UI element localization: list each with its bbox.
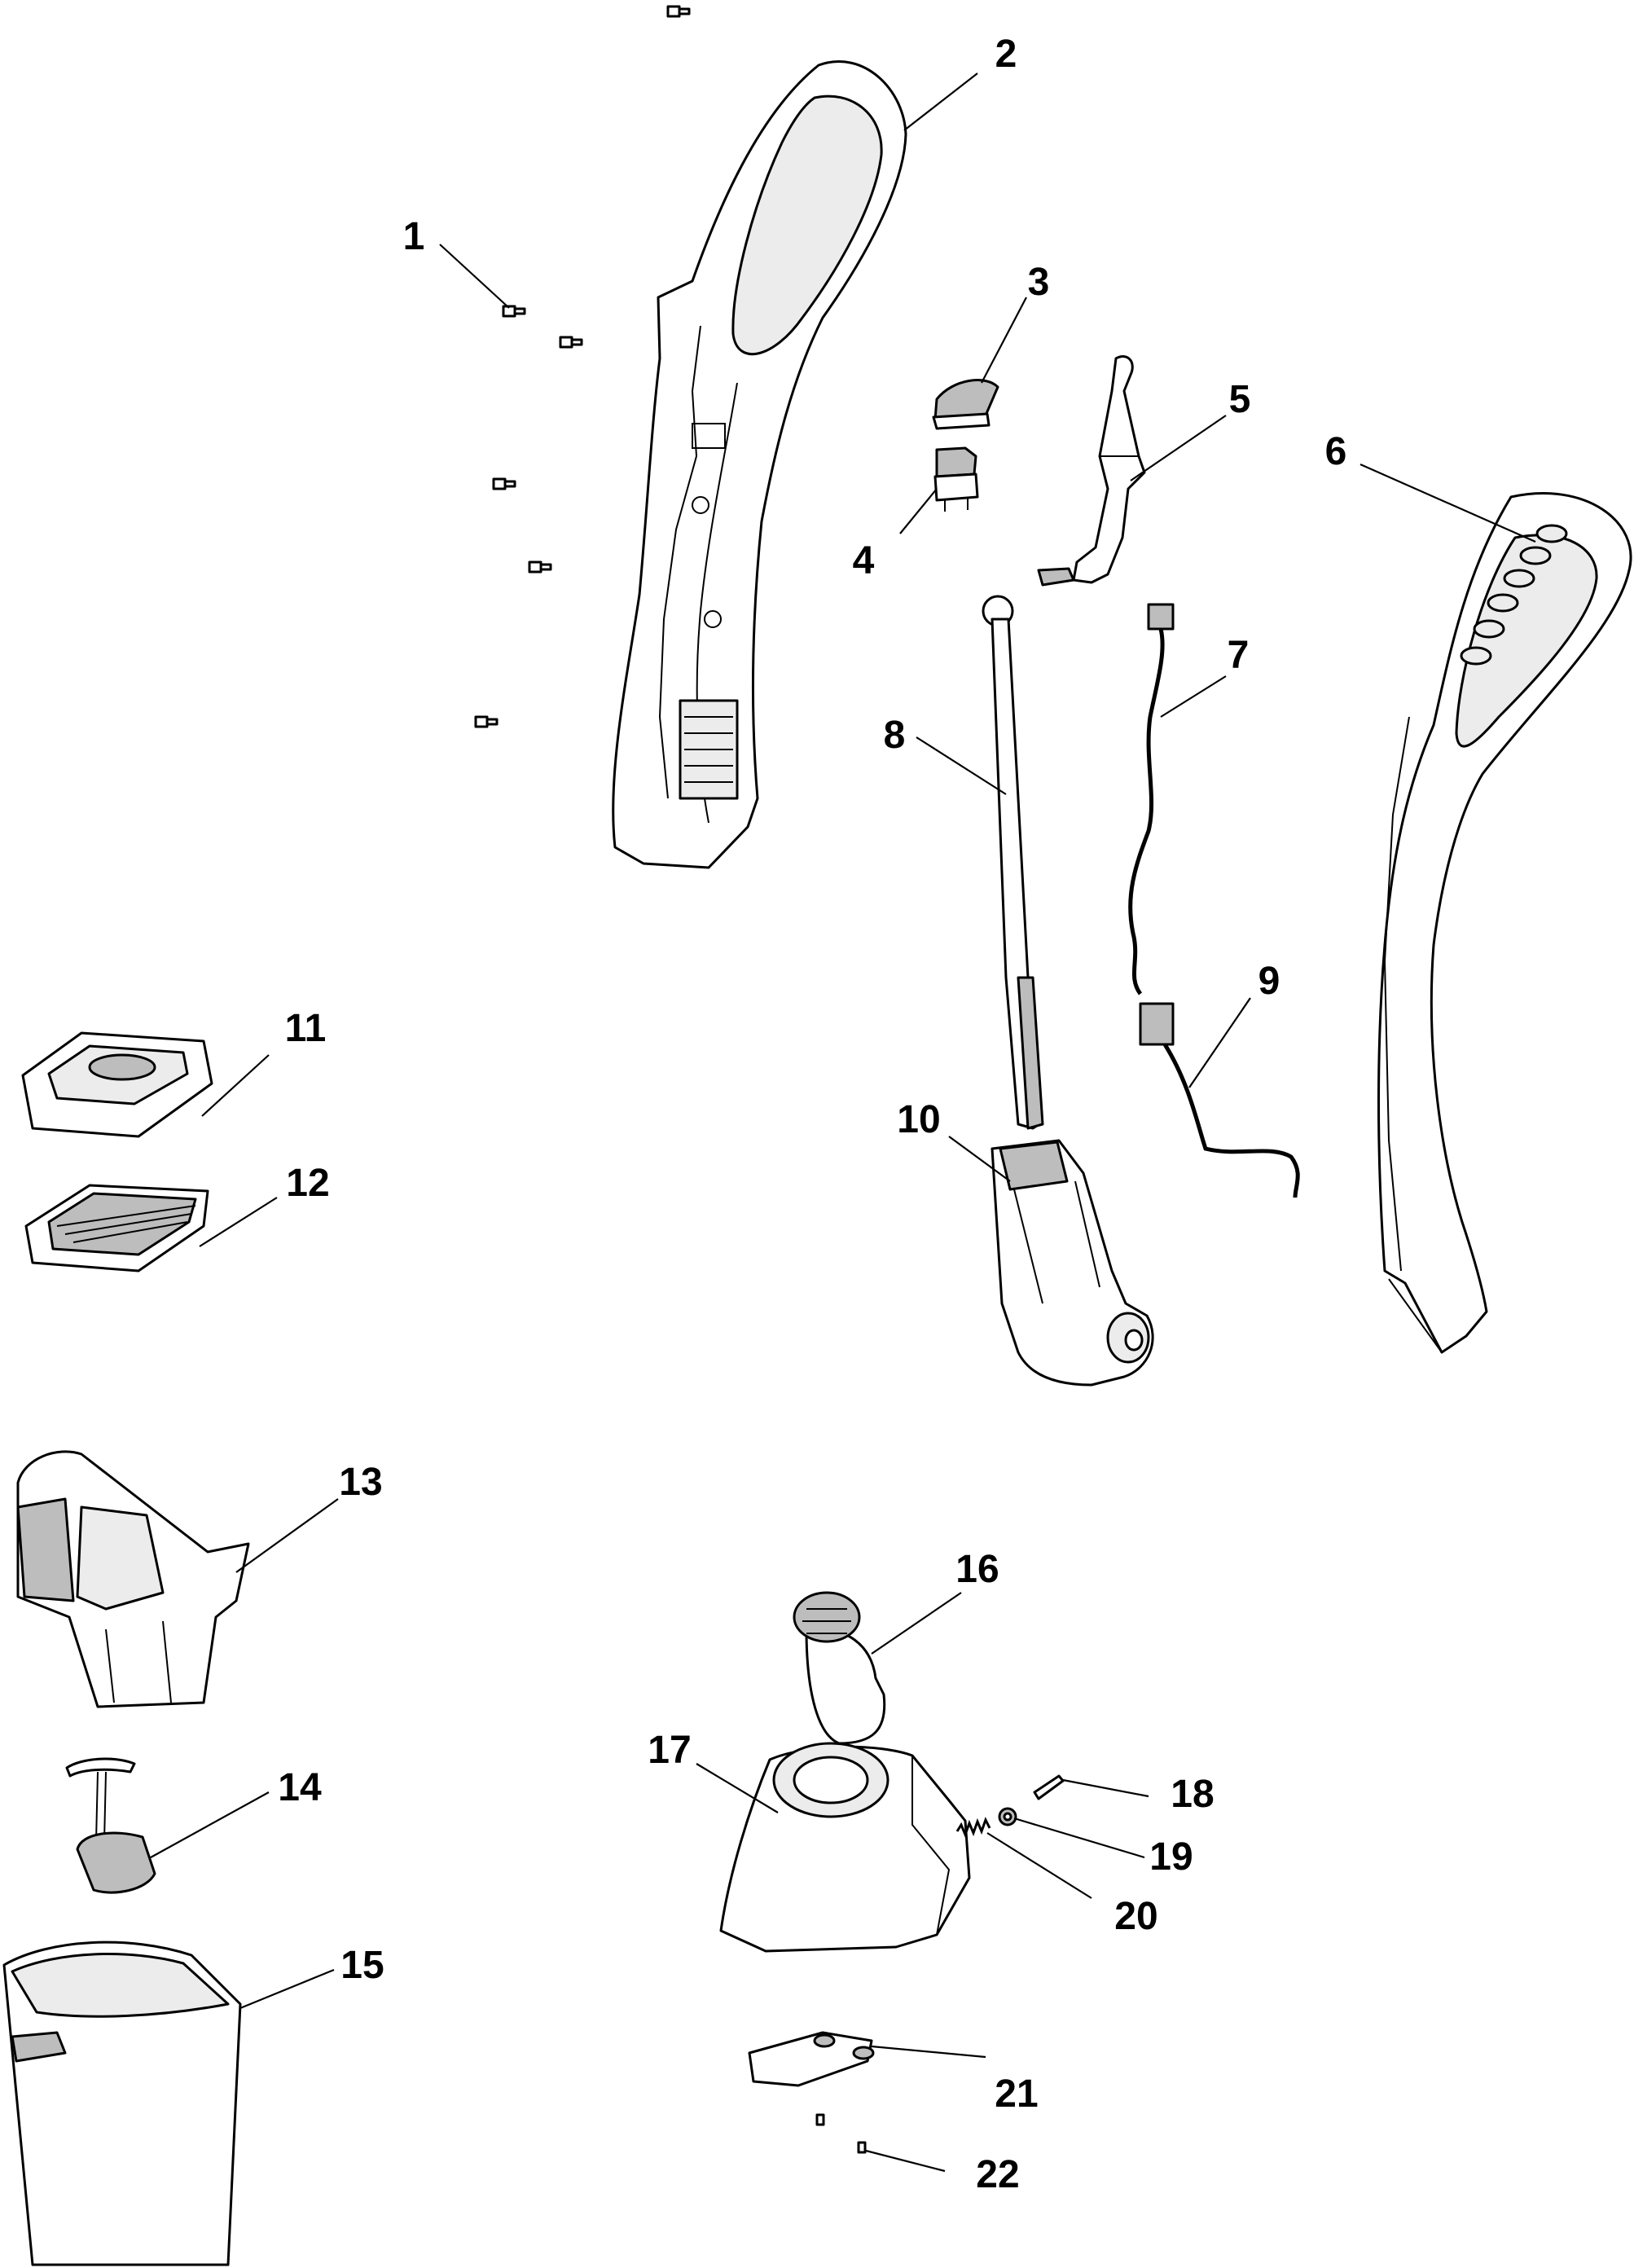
part-17-tank-housing	[719, 1742, 971, 1953]
part-1-screws	[474, 5, 691, 728]
callout-labels: 1 2 3 4 5 6 7 8 9 10 11 12 13 16 14 15 1…	[278, 33, 1346, 2196]
screw	[559, 336, 583, 349]
callout-8: 8	[884, 714, 906, 757]
part-21-latch	[748, 2031, 875, 2087]
screw	[666, 5, 691, 18]
callout-19: 19	[1149, 1835, 1193, 1879]
part-14-float	[65, 1757, 156, 1894]
callout-9: 9	[1258, 960, 1280, 1003]
callout-11: 11	[285, 1007, 327, 1050]
part-11-filter-cover	[21, 1031, 213, 1138]
part-5-release-lever	[1037, 355, 1146, 587]
callout-20: 20	[1114, 1895, 1157, 1938]
callout-14: 14	[278, 1766, 322, 1809]
part-22-screws	[815, 2113, 867, 2154]
callout-10: 10	[897, 1098, 940, 1141]
callout-3: 3	[1028, 261, 1050, 304]
callout-13: 13	[339, 1461, 382, 1504]
callout-12: 12	[286, 1162, 329, 1205]
callout-14-label-16: 16	[955, 1548, 999, 1591]
screw	[528, 560, 552, 574]
part-6-front-handle-cover	[1377, 492, 1632, 1354]
part-2-rear-handle-housing	[612, 60, 907, 869]
part-10-switch-housing	[991, 1139, 1154, 1387]
part-9-cable	[1139, 1002, 1300, 1198]
callout-5: 5	[1229, 378, 1251, 421]
callout-15: 15	[340, 1944, 384, 1987]
callout-17: 17	[648, 1729, 691, 1772]
callout-21: 21	[995, 2072, 1038, 2116]
leader-lines	[199, 73, 1536, 2173]
screw	[474, 715, 499, 728]
part-19-washer	[998, 1807, 1017, 1826]
part-18-valve-pin	[1033, 1774, 1065, 1800]
screw	[492, 477, 516, 490]
part-15-dirt-cup	[2, 1941, 242, 2266]
screw	[502, 305, 526, 318]
part-4-switch	[933, 446, 979, 512]
callout-4: 4	[853, 539, 875, 582]
callout-1: 1	[403, 215, 425, 258]
part-12-filter	[24, 1184, 209, 1272]
part-13-dirt-cup-lid	[16, 1450, 250, 1708]
callout-22: 22	[976, 2153, 1019, 2196]
callout-7: 7	[1228, 634, 1250, 677]
part-3-switch-button	[932, 379, 999, 430]
callout-18: 18	[1171, 1773, 1214, 1816]
callout-2: 2	[995, 33, 1017, 76]
leader-lines-lower-left	[150, 1791, 335, 2010]
part-16-tank-cap	[793, 1591, 886, 1745]
part-7-wire-harness	[1128, 603, 1175, 996]
part-20-spring	[955, 1817, 991, 1839]
part-8-linkage-rod	[982, 595, 1044, 1130]
callout-6: 6	[1325, 430, 1347, 473]
